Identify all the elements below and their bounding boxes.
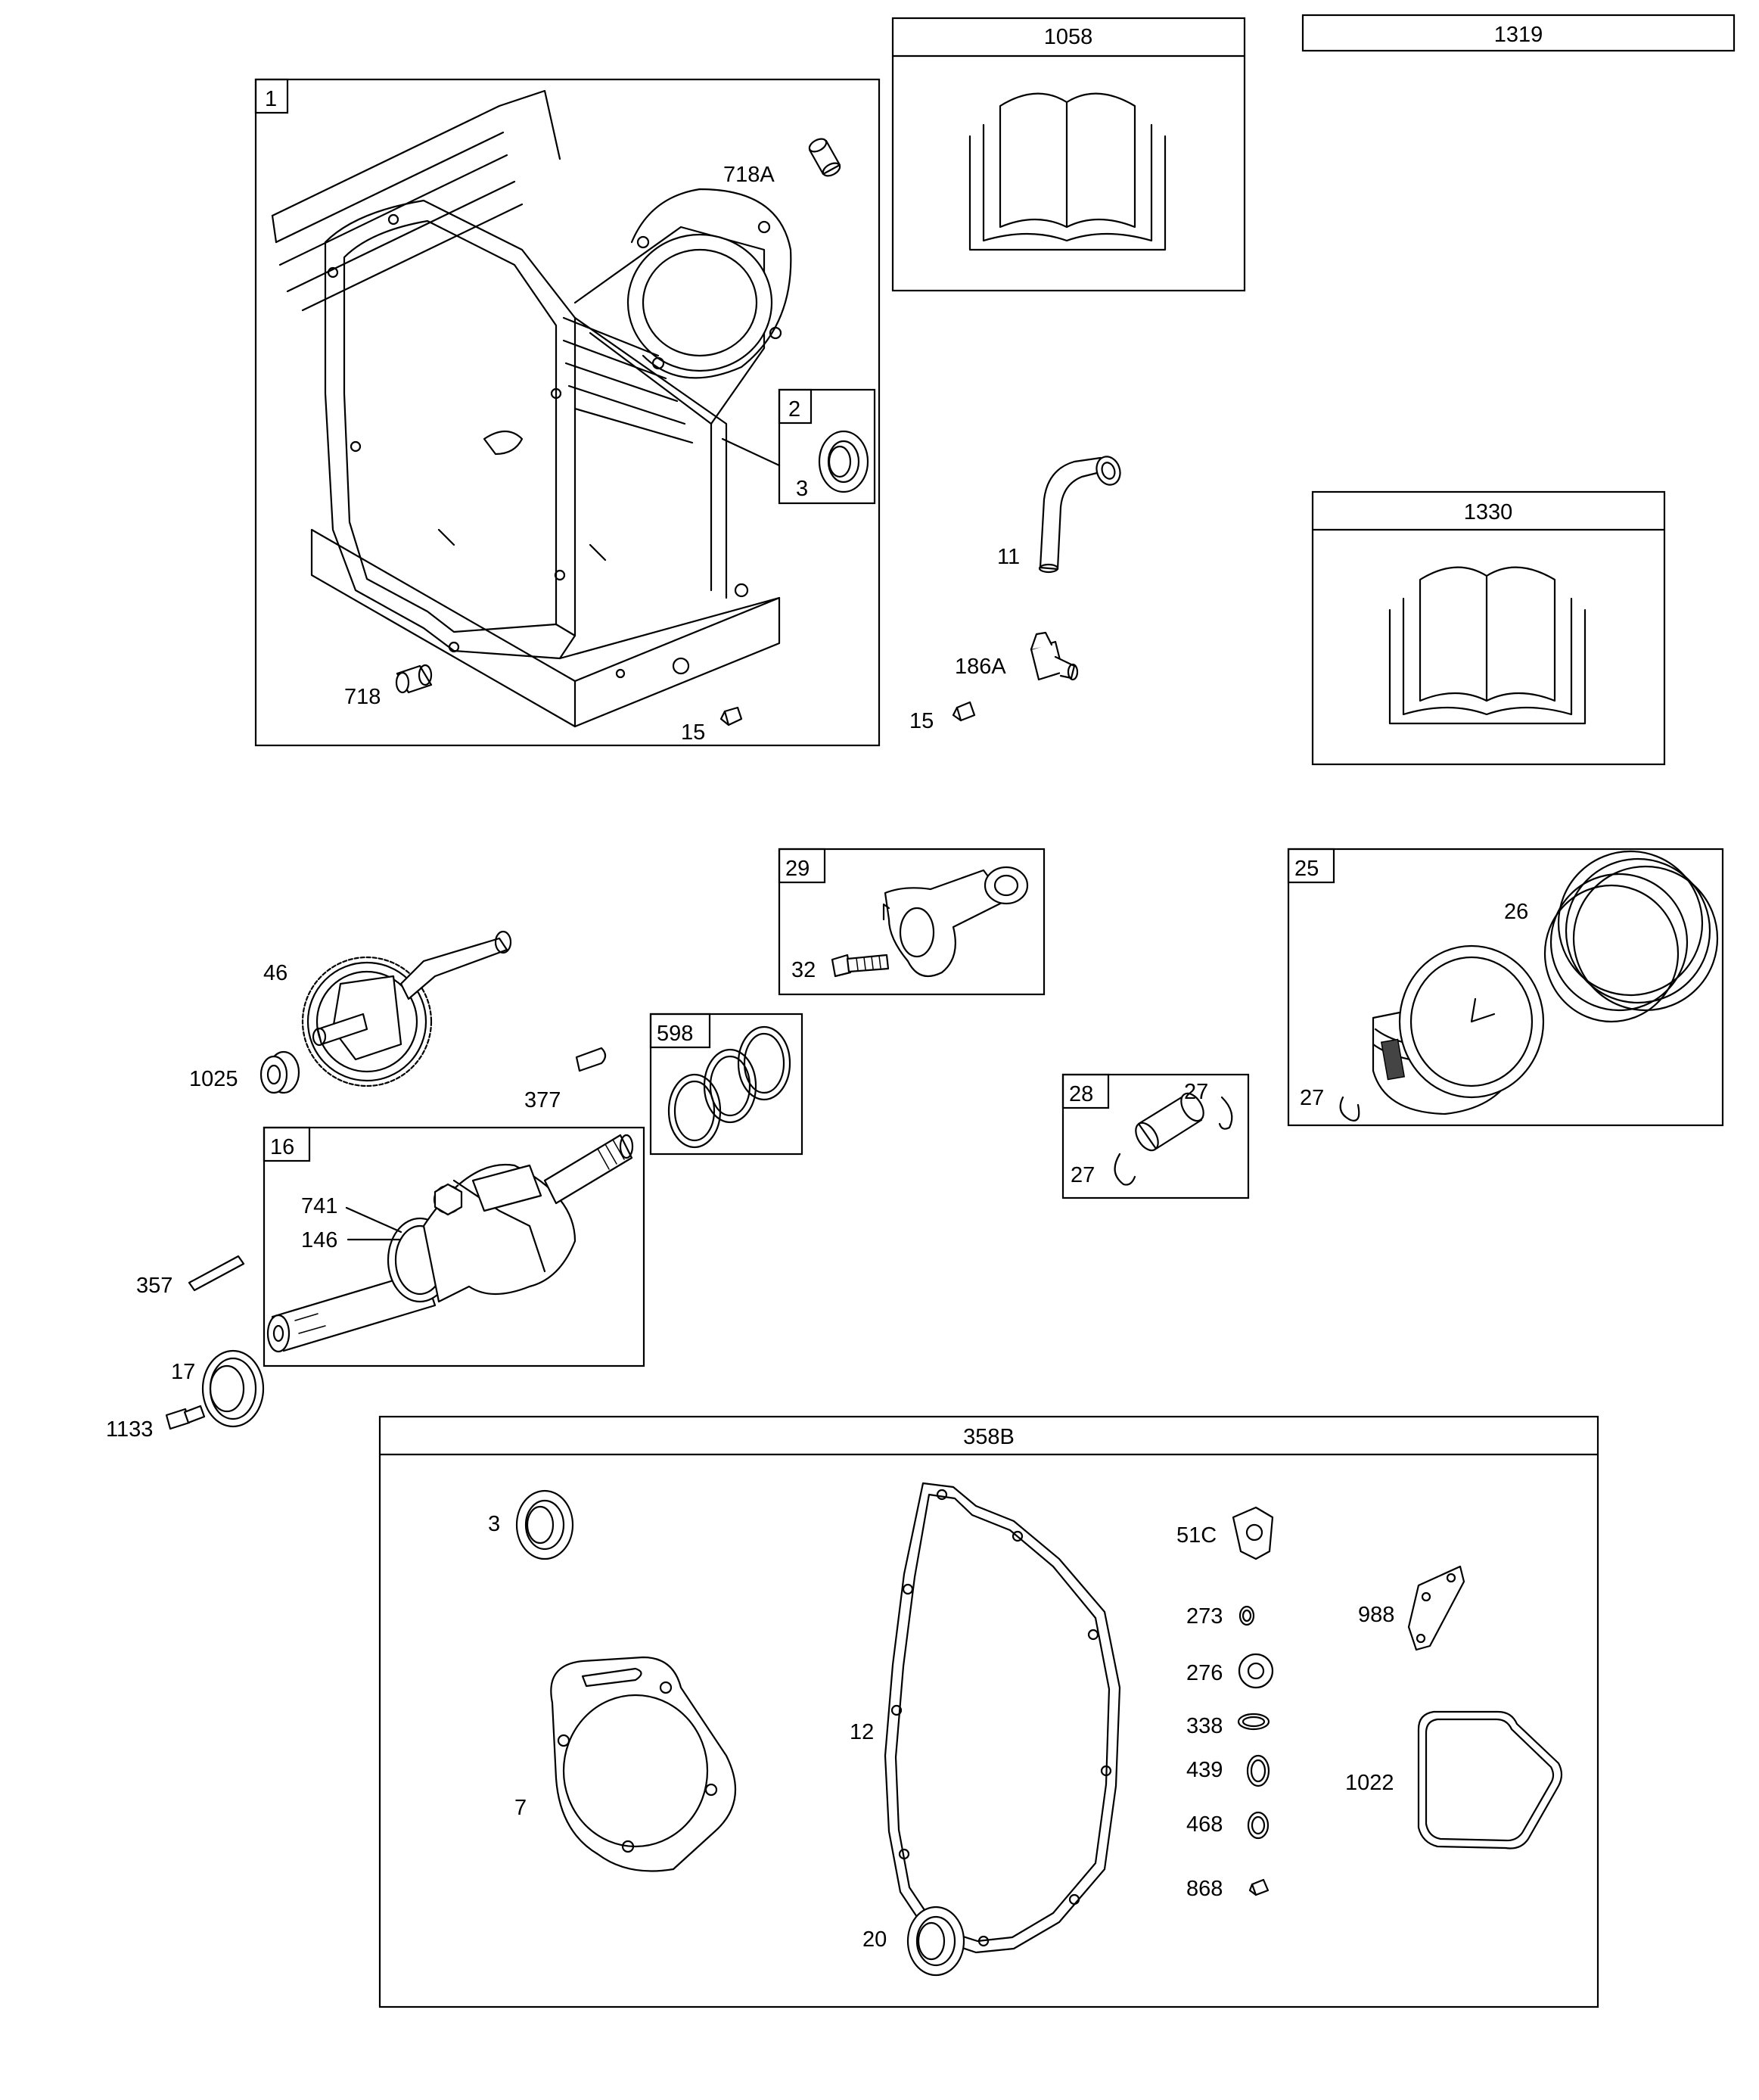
callout-17: 17 (171, 1360, 195, 1384)
box-25-piston: 25 26 27 (1287, 848, 1724, 1127)
callout-15-b: 15 (909, 709, 934, 733)
piston-pin (1135, 1092, 1204, 1152)
part-276 (1238, 1653, 1274, 1689)
bolt-1133 (165, 1405, 206, 1430)
plug-15-a (719, 706, 743, 726)
box-16-crankshaft: 16 741 146 (263, 1126, 645, 1367)
box-28-piston-pin: 28 27 27 (1061, 1073, 1250, 1199)
sleeve-718A (808, 138, 841, 177)
callout-27-b: 27 (1184, 1080, 1208, 1104)
oil-seal-17 (201, 1349, 265, 1428)
box-1319: 1319 (1301, 14, 1736, 52)
retaining-ring-27-bottom (1114, 1153, 1136, 1186)
callout-468: 468 (1186, 1812, 1223, 1837)
callout-27-c: 27 (1071, 1163, 1095, 1187)
manual-book-icon (1388, 566, 1587, 725)
oring-468 (1247, 1811, 1270, 1840)
callout-32: 32 (791, 958, 816, 982)
callout-988: 988 (1358, 1603, 1394, 1627)
leader-741 (345, 1206, 402, 1234)
gasket-988 (1407, 1565, 1465, 1651)
elbow-fitting-186A (1030, 631, 1079, 681)
callout-868: 868 (1186, 1877, 1223, 1901)
breather-tube-11 (1038, 456, 1121, 574)
piston-rings-26 (1543, 850, 1719, 1023)
callout-276: 276 (1186, 1661, 1223, 1685)
box-1319-label: 1319 (1494, 23, 1543, 47)
box-358B-gasket-set: 358B 3 7 (378, 1415, 1599, 2008)
callout-377: 377 (524, 1088, 561, 1112)
box-2-label: 2 (788, 397, 800, 422)
box-29-connecting-rod: 29 32 (778, 848, 1046, 996)
plug-868 (1248, 1878, 1270, 1896)
plug-15-b (952, 701, 976, 722)
callout-27-a: 27 (1300, 1086, 1324, 1110)
part-1025 (259, 1050, 300, 1094)
callout-439: 439 (1186, 1758, 1223, 1782)
callout-12: 12 (850, 1720, 874, 1744)
oring-338 (1237, 1713, 1270, 1731)
callout-20: 20 (862, 1927, 887, 1952)
rod-bolt-32 (831, 954, 890, 978)
gasket-1022 (1417, 1710, 1563, 1850)
piston-drawing (1372, 944, 1545, 1115)
crankcase-drawing (271, 89, 792, 728)
callout-26: 26 (1504, 900, 1528, 924)
box-1-crankcase: 1 (254, 78, 881, 747)
callout-3-b: 3 (488, 1512, 500, 1536)
callout-46: 46 (263, 961, 287, 985)
manual-book-icon (968, 92, 1167, 251)
box-1330-manual: 1330 (1311, 490, 1666, 766)
callout-11: 11 (997, 545, 1020, 569)
camshaft-gear-46 (301, 930, 512, 1087)
callout-186A: 186A (955, 655, 1006, 679)
oring-439 (1246, 1754, 1270, 1787)
box-29-label: 29 (785, 857, 810, 881)
callout-1022: 1022 (1345, 1771, 1394, 1795)
woodruff-key-377 (575, 1047, 607, 1072)
callout-1133: 1133 (106, 1417, 153, 1442)
gasket-51C (1232, 1506, 1274, 1560)
crankcase-gasket-12 (884, 1482, 1121, 1954)
sleeve-718 (395, 664, 433, 694)
box-1058-label: 1058 (1044, 25, 1093, 49)
callout-1025: 1025 (189, 1067, 238, 1091)
callout-146: 146 (301, 1228, 337, 1252)
head-gasket-7 (550, 1656, 737, 1872)
callout-7: 7 (514, 1796, 527, 1820)
callout-273: 273 (1186, 1604, 1223, 1629)
washer-273 (1238, 1605, 1255, 1626)
box-1-label: 1 (265, 87, 277, 111)
oil-seal-3 (818, 430, 869, 493)
crankshaft-drawing (266, 1134, 634, 1353)
box-598-label: 598 (657, 1022, 693, 1046)
callout-338: 338 (1186, 1714, 1223, 1738)
box-28-label: 28 (1069, 1082, 1093, 1106)
box-598-shims: 598 (649, 1013, 803, 1156)
oil-seal-3-b (515, 1489, 574, 1560)
key-357 (188, 1255, 245, 1292)
oil-seal-20 (906, 1906, 965, 1977)
retaining-ring-27 (1339, 1096, 1360, 1122)
box-25-label: 25 (1294, 857, 1319, 881)
box-16-label: 16 (270, 1135, 294, 1159)
callout-3-a: 3 (796, 477, 808, 501)
box-1330-label: 1330 (1464, 500, 1513, 524)
callout-718A: 718A (723, 163, 775, 187)
box-358B-label: 358B (963, 1425, 1015, 1449)
callout-718: 718 (344, 685, 381, 709)
callout-357: 357 (136, 1274, 172, 1298)
box-2-seal: 2 3 (778, 388, 876, 505)
callout-15-a: 15 (681, 720, 705, 745)
callout-51C: 51C (1176, 1523, 1217, 1548)
box-1058-manual: 1058 (891, 17, 1246, 292)
callout-741: 741 (301, 1194, 337, 1218)
retaining-ring-27-top (1218, 1096, 1233, 1130)
connecting-rod-drawing (882, 866, 1029, 978)
